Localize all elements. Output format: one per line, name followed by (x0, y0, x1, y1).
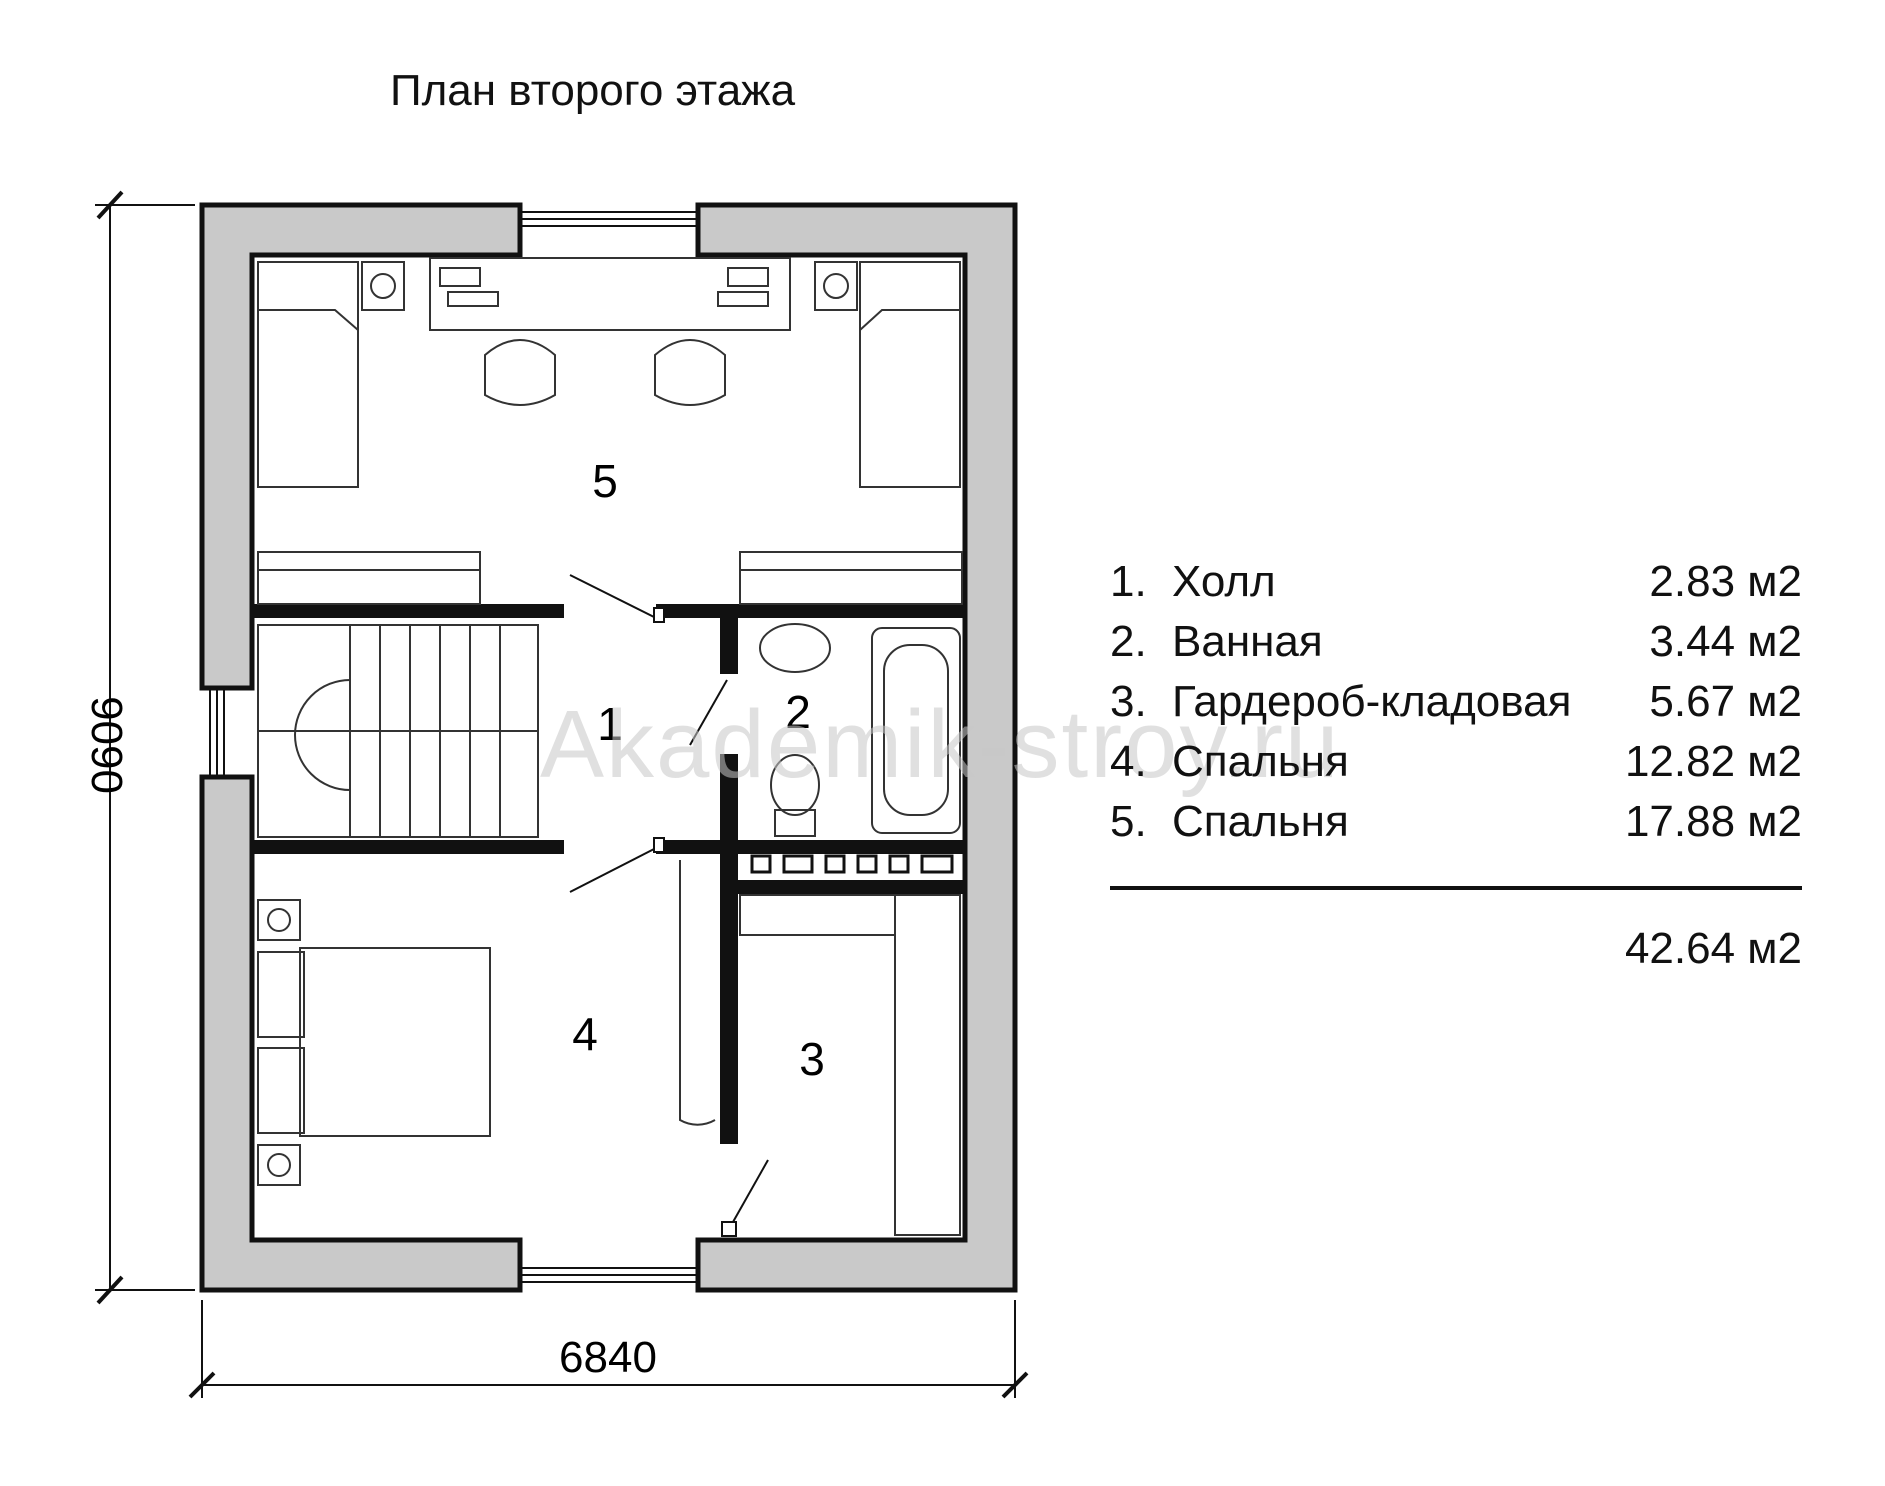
legend-area: 3.44 м2 (1649, 617, 1802, 666)
legend-row: 3. Гардероб-кладовая 5.67 м2 (1110, 672, 1802, 732)
vent-blocks (750, 854, 954, 874)
room-label-4: 4 (572, 1008, 598, 1060)
sink (759, 623, 831, 673)
watermark: Akademik-stroy.ru (540, 691, 1341, 798)
dimension-width: 6840 (559, 1333, 657, 1382)
dimension-lines (95, 190, 1029, 1399)
double-bed (299, 947, 491, 1137)
furniture (257, 257, 963, 1236)
legend-num: 4. (1110, 737, 1147, 786)
legend-name: Ванная (1172, 617, 1323, 666)
room-label-3: 3 (799, 1033, 825, 1085)
legend-area: 12.82 м2 (1624, 737, 1802, 786)
legend-row: 5. Спальня 17.88 м2 (1110, 792, 1802, 852)
legend-name: Гардероб-кладовая (1172, 677, 1572, 726)
bed-right (859, 261, 961, 488)
toilet (770, 754, 820, 816)
legend-num: 3. (1110, 677, 1147, 726)
room-label-5: 5 (592, 455, 618, 507)
windows (209, 211, 699, 1283)
area-legend: 1. Холл 2.83 м2 2. Ванная 3.44 м2 3. Гар… (1110, 552, 1802, 974)
legend-area: 2.83 м2 (1649, 557, 1802, 606)
page-title: План второго этажа (390, 66, 796, 115)
chair-left (484, 339, 556, 406)
legend-area: 5.67 м2 (1649, 677, 1802, 726)
legend-divider (1110, 886, 1802, 890)
room-labels: 5 1 2 4 3 (572, 455, 825, 1085)
legend-name: Холл (1172, 557, 1276, 606)
legend-num: 1. (1110, 557, 1147, 606)
bathtub (871, 627, 961, 834)
legend-row: 1. Холл 2.83 м2 (1110, 552, 1802, 612)
wardrobe-left (257, 551, 481, 605)
interior-walls (252, 604, 965, 1144)
doors (569, 574, 769, 1237)
bed-left (257, 261, 359, 488)
room-label-2: 2 (785, 686, 811, 738)
legend-name: Спальня (1172, 737, 1349, 786)
legend-row: 4. Спальня 12.82 м2 (1110, 732, 1802, 792)
legend-row: 2. Ванная 3.44 м2 (1110, 612, 1802, 672)
room-label-1: 1 (597, 698, 623, 750)
legend-total: 42.64 м2 (1624, 924, 1802, 973)
legend-num: 5. (1110, 797, 1147, 846)
wardrobe-right (739, 551, 963, 605)
outer-walls (199, 202, 1018, 1293)
legend-area: 17.88 м2 (1624, 797, 1802, 846)
dimension-height: 9090 (82, 696, 131, 794)
desk (429, 257, 791, 331)
chair-right (654, 339, 726, 406)
legend-name: Спальня (1172, 797, 1349, 846)
legend-num: 2. (1110, 617, 1147, 666)
